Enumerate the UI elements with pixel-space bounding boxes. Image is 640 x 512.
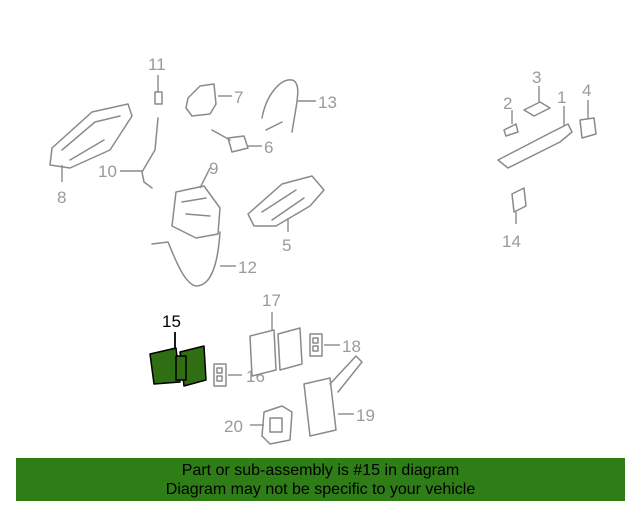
callout-8: 8 xyxy=(57,188,66,207)
part-2-gasket xyxy=(503,110,519,137)
callout-4: 4 xyxy=(582,81,591,100)
callout-17: 17 xyxy=(262,291,281,310)
part-10-lock-rod xyxy=(120,117,159,189)
part-12-cable xyxy=(151,231,236,287)
part-19-door-check xyxy=(303,355,363,437)
callout-7: 7 xyxy=(234,88,243,107)
parts-diagram: 8 10 11 7 6 13 9 12 xyxy=(49,55,597,445)
part-16-shim xyxy=(213,363,242,387)
part-15-hinge-highlighted xyxy=(149,345,207,387)
callout-9: 9 xyxy=(209,159,218,178)
callout-18: 18 xyxy=(342,337,361,356)
banner-line-1: Part or sub-assembly is #15 in diagram xyxy=(181,462,460,479)
part-6-actuator xyxy=(211,129,262,153)
part-9-latch xyxy=(171,167,221,239)
callout-1: 1 xyxy=(557,88,566,107)
callout-2: 2 xyxy=(503,94,512,113)
callout-13: 13 xyxy=(318,93,337,112)
part-1-outside-handle xyxy=(497,106,573,169)
callout-3: 3 xyxy=(532,68,541,87)
info-banner: Part or sub-assembly is #15 in diagram D… xyxy=(16,458,625,501)
part-20-bracket xyxy=(250,405,293,445)
part-4-end-cap xyxy=(579,100,597,139)
part-11-lock-knob xyxy=(154,75,163,105)
callout-12: 12 xyxy=(238,258,257,277)
part-5-lock-assembly xyxy=(247,175,325,232)
part-8-inside-handle xyxy=(49,103,133,182)
callout-11: 11 xyxy=(148,55,166,74)
banner-line-2: Diagram may not be specific to your vehi… xyxy=(165,481,476,498)
part-18-shim xyxy=(309,333,340,357)
callout-6: 6 xyxy=(264,138,273,157)
callout-14: 14 xyxy=(502,232,521,251)
callout-10: 10 xyxy=(98,162,117,181)
part-7-cover xyxy=(185,83,232,117)
callout-5: 5 xyxy=(282,236,291,255)
callout-20: 20 xyxy=(224,417,243,436)
part-13-cable xyxy=(261,79,316,133)
part-3-cover xyxy=(523,86,551,117)
part-17-hinge xyxy=(249,312,303,377)
callout-15: 15 xyxy=(162,312,181,331)
part-14-bracket xyxy=(511,187,527,224)
callout-19: 19 xyxy=(356,406,375,425)
